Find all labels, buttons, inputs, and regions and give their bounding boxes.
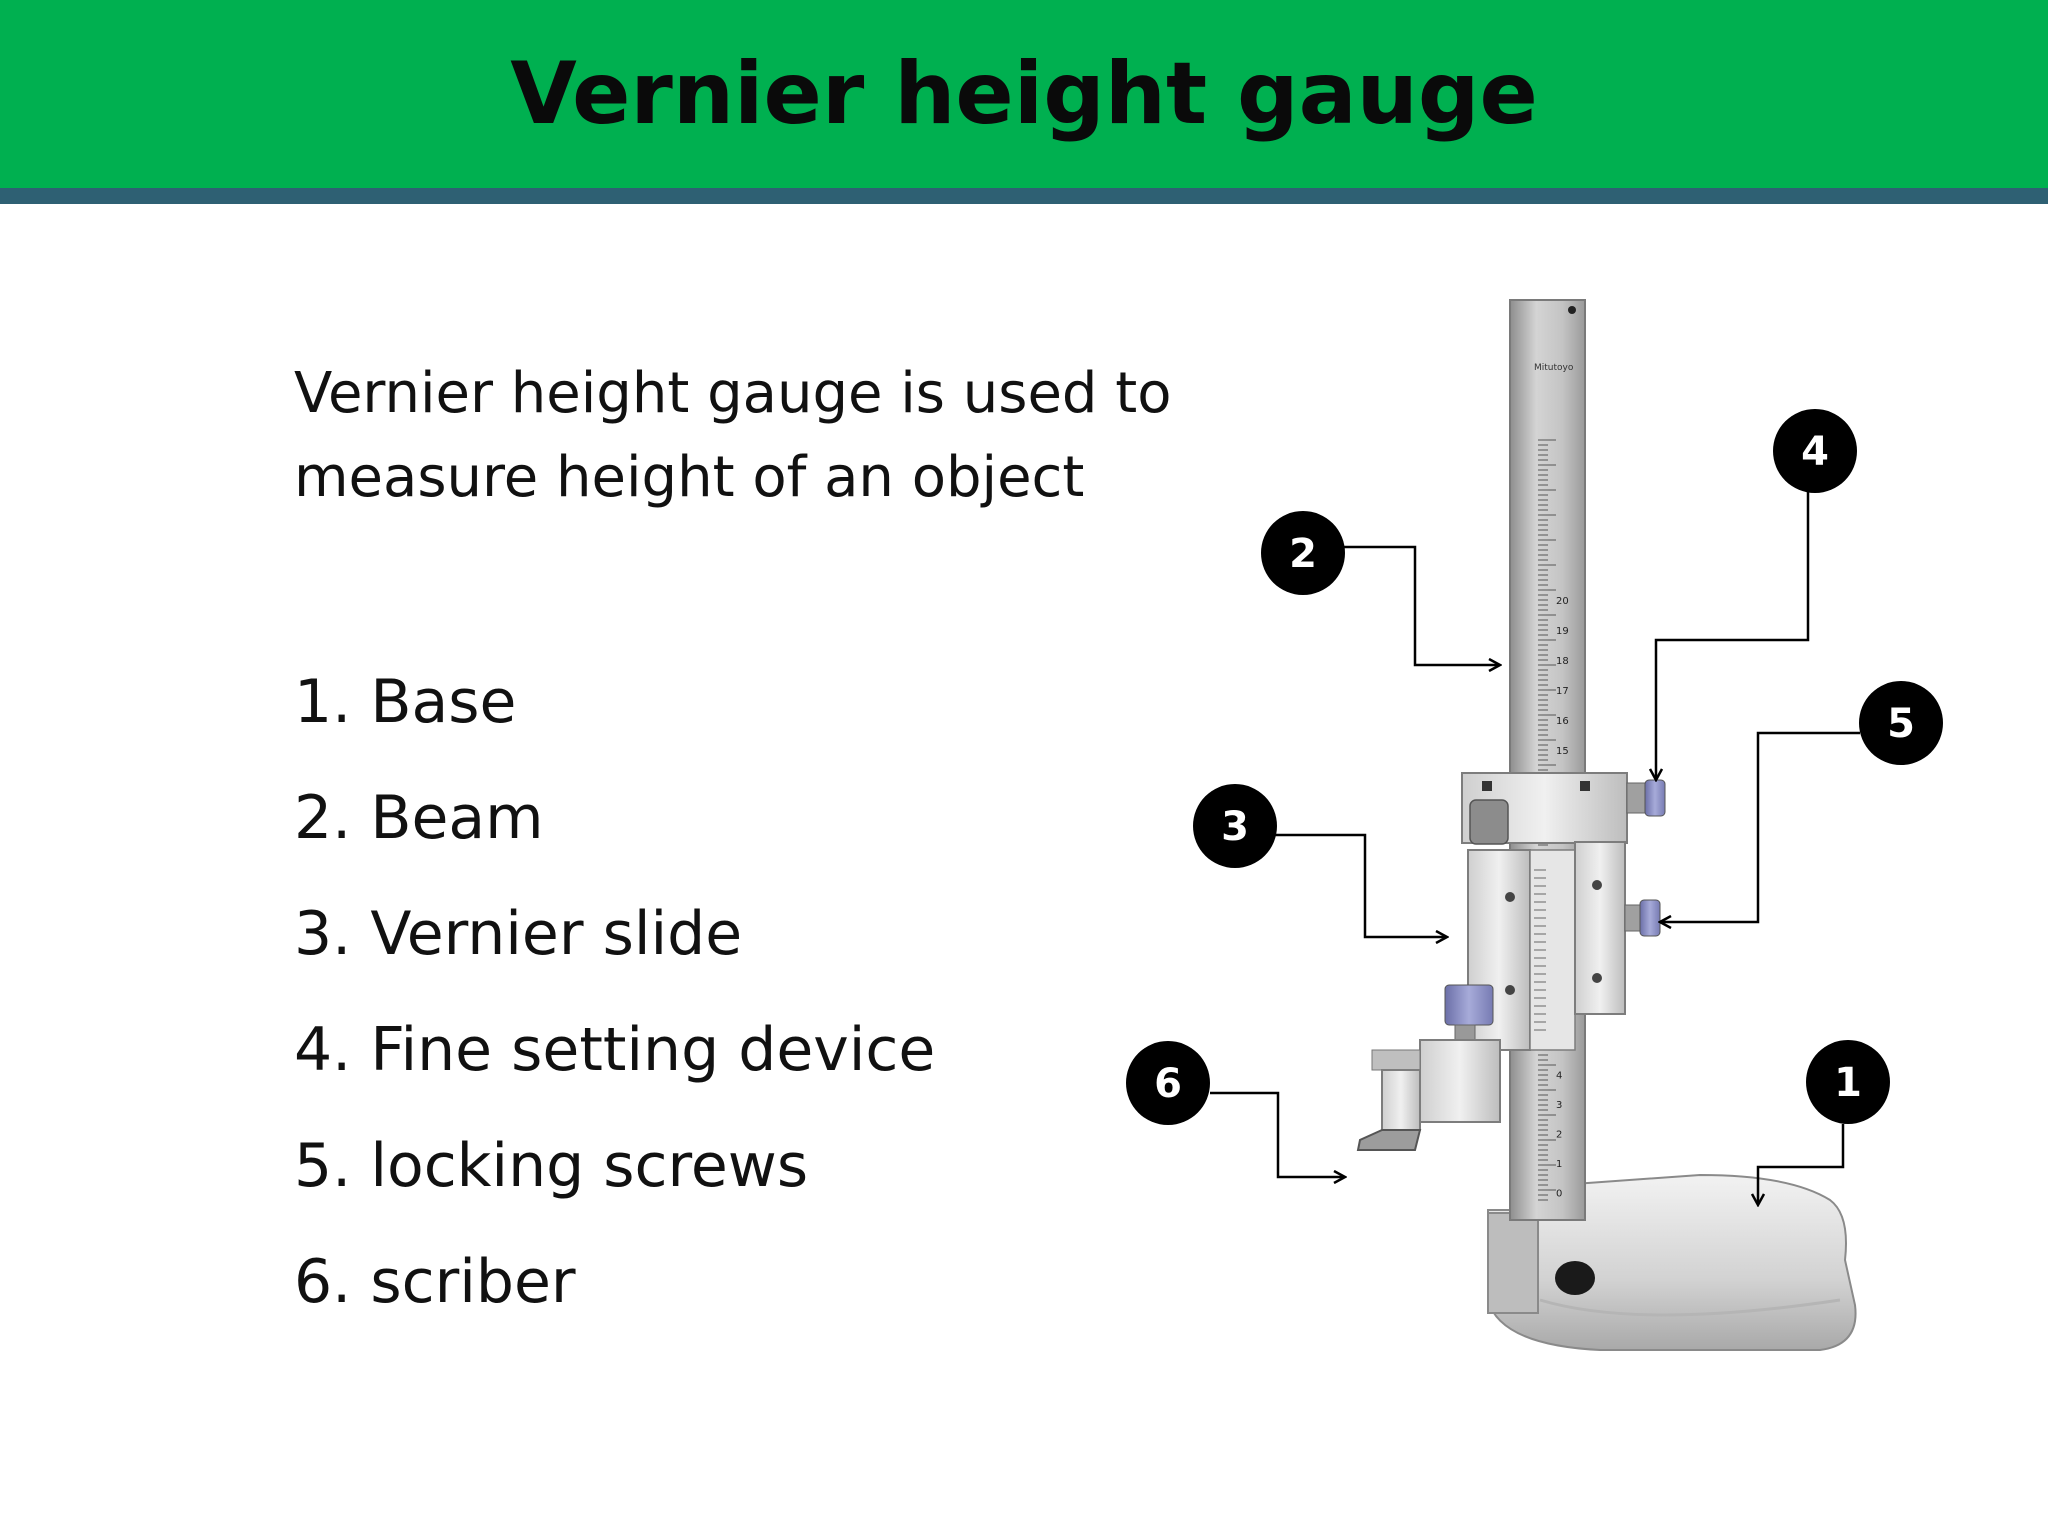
beam-scale-label: 0 — [1556, 1189, 1562, 1200]
leader-6 — [1210, 1091, 1345, 1177]
callout-4: 4 — [1773, 409, 1857, 493]
beam-scale-label: 18 — [1556, 656, 1569, 667]
beam-scale-label: 2 — [1556, 1130, 1562, 1141]
leader-2 — [1340, 545, 1500, 665]
beam-scale-label: 17 — [1556, 686, 1569, 697]
gauge-beam: Mitutoyo 20191817161511109876543210 — [1509, 299, 1586, 1221]
title-banner-rule — [0, 188, 2048, 204]
page-title: Vernier height gauge — [510, 44, 1538, 144]
callout-2: 2 — [1261, 511, 1345, 595]
beam-scale-label: 16 — [1556, 716, 1569, 727]
callout-5: 5 — [1859, 681, 1943, 765]
callout-3: 3 — [1193, 784, 1277, 868]
beam-scale-label: 19 — [1556, 626, 1569, 637]
scriber-assembly — [1356, 984, 1501, 1151]
beam-scale-label: 15 — [1556, 746, 1569, 757]
beam-scale-label: 1 — [1556, 1159, 1562, 1170]
callout-1: 1 — [1806, 1040, 1890, 1124]
callout-1-label: 1 — [1834, 1060, 1862, 1106]
callout-2-label: 2 — [1289, 531, 1317, 577]
base-bolt-icon — [1555, 1261, 1595, 1295]
vernier-slide — [1467, 841, 1661, 1051]
callout-6: 6 — [1126, 1041, 1210, 1125]
beam-scale-label: 4 — [1556, 1071, 1562, 1082]
locking-screw-knob-icon — [1639, 899, 1661, 937]
scriber-clamp-knob-icon — [1444, 984, 1494, 1026]
callout-3-label: 3 — [1221, 804, 1249, 850]
part-item-locking-screws: 5. locking screws — [294, 1131, 809, 1201]
part-item-fine-setting-device: 4. Fine setting device — [294, 1015, 936, 1085]
description-text: Vernier height gauge is used to measure … — [294, 361, 1172, 510]
leader-4 — [1656, 490, 1810, 780]
callout-4-label: 4 — [1801, 429, 1829, 475]
fine-setting-device — [1461, 772, 1666, 845]
parts-list: 1. Base 2. Beam 3. Vernier slide 4. Fine… — [294, 662, 935, 1358]
fine-setting-knob-icon — [1644, 779, 1666, 817]
leader-5 — [1660, 731, 1860, 922]
leader-3 — [1275, 833, 1447, 937]
beam-scale-label: 20 — [1556, 596, 1569, 607]
part-item-beam: 2. Beam — [294, 783, 544, 853]
beam-brand-marking: Mitutoyo — [1534, 363, 1574, 373]
callout-5-label: 5 — [1887, 701, 1915, 747]
vernier-tick-marks — [1534, 869, 1546, 1031]
title-banner — [0, 0, 2048, 188]
part-item-base: 1. Base — [294, 667, 517, 737]
part-item-vernier-slide: 3. Vernier slide — [294, 899, 743, 969]
callout-6-label: 6 — [1154, 1061, 1182, 1107]
leader-1 — [1758, 1124, 1845, 1205]
part-item-scriber: 6. scriber — [294, 1247, 576, 1317]
callout-leaders — [1210, 490, 1860, 1205]
beam-scale-label: 3 — [1556, 1100, 1562, 1111]
scriber-tip — [1356, 1129, 1422, 1151]
